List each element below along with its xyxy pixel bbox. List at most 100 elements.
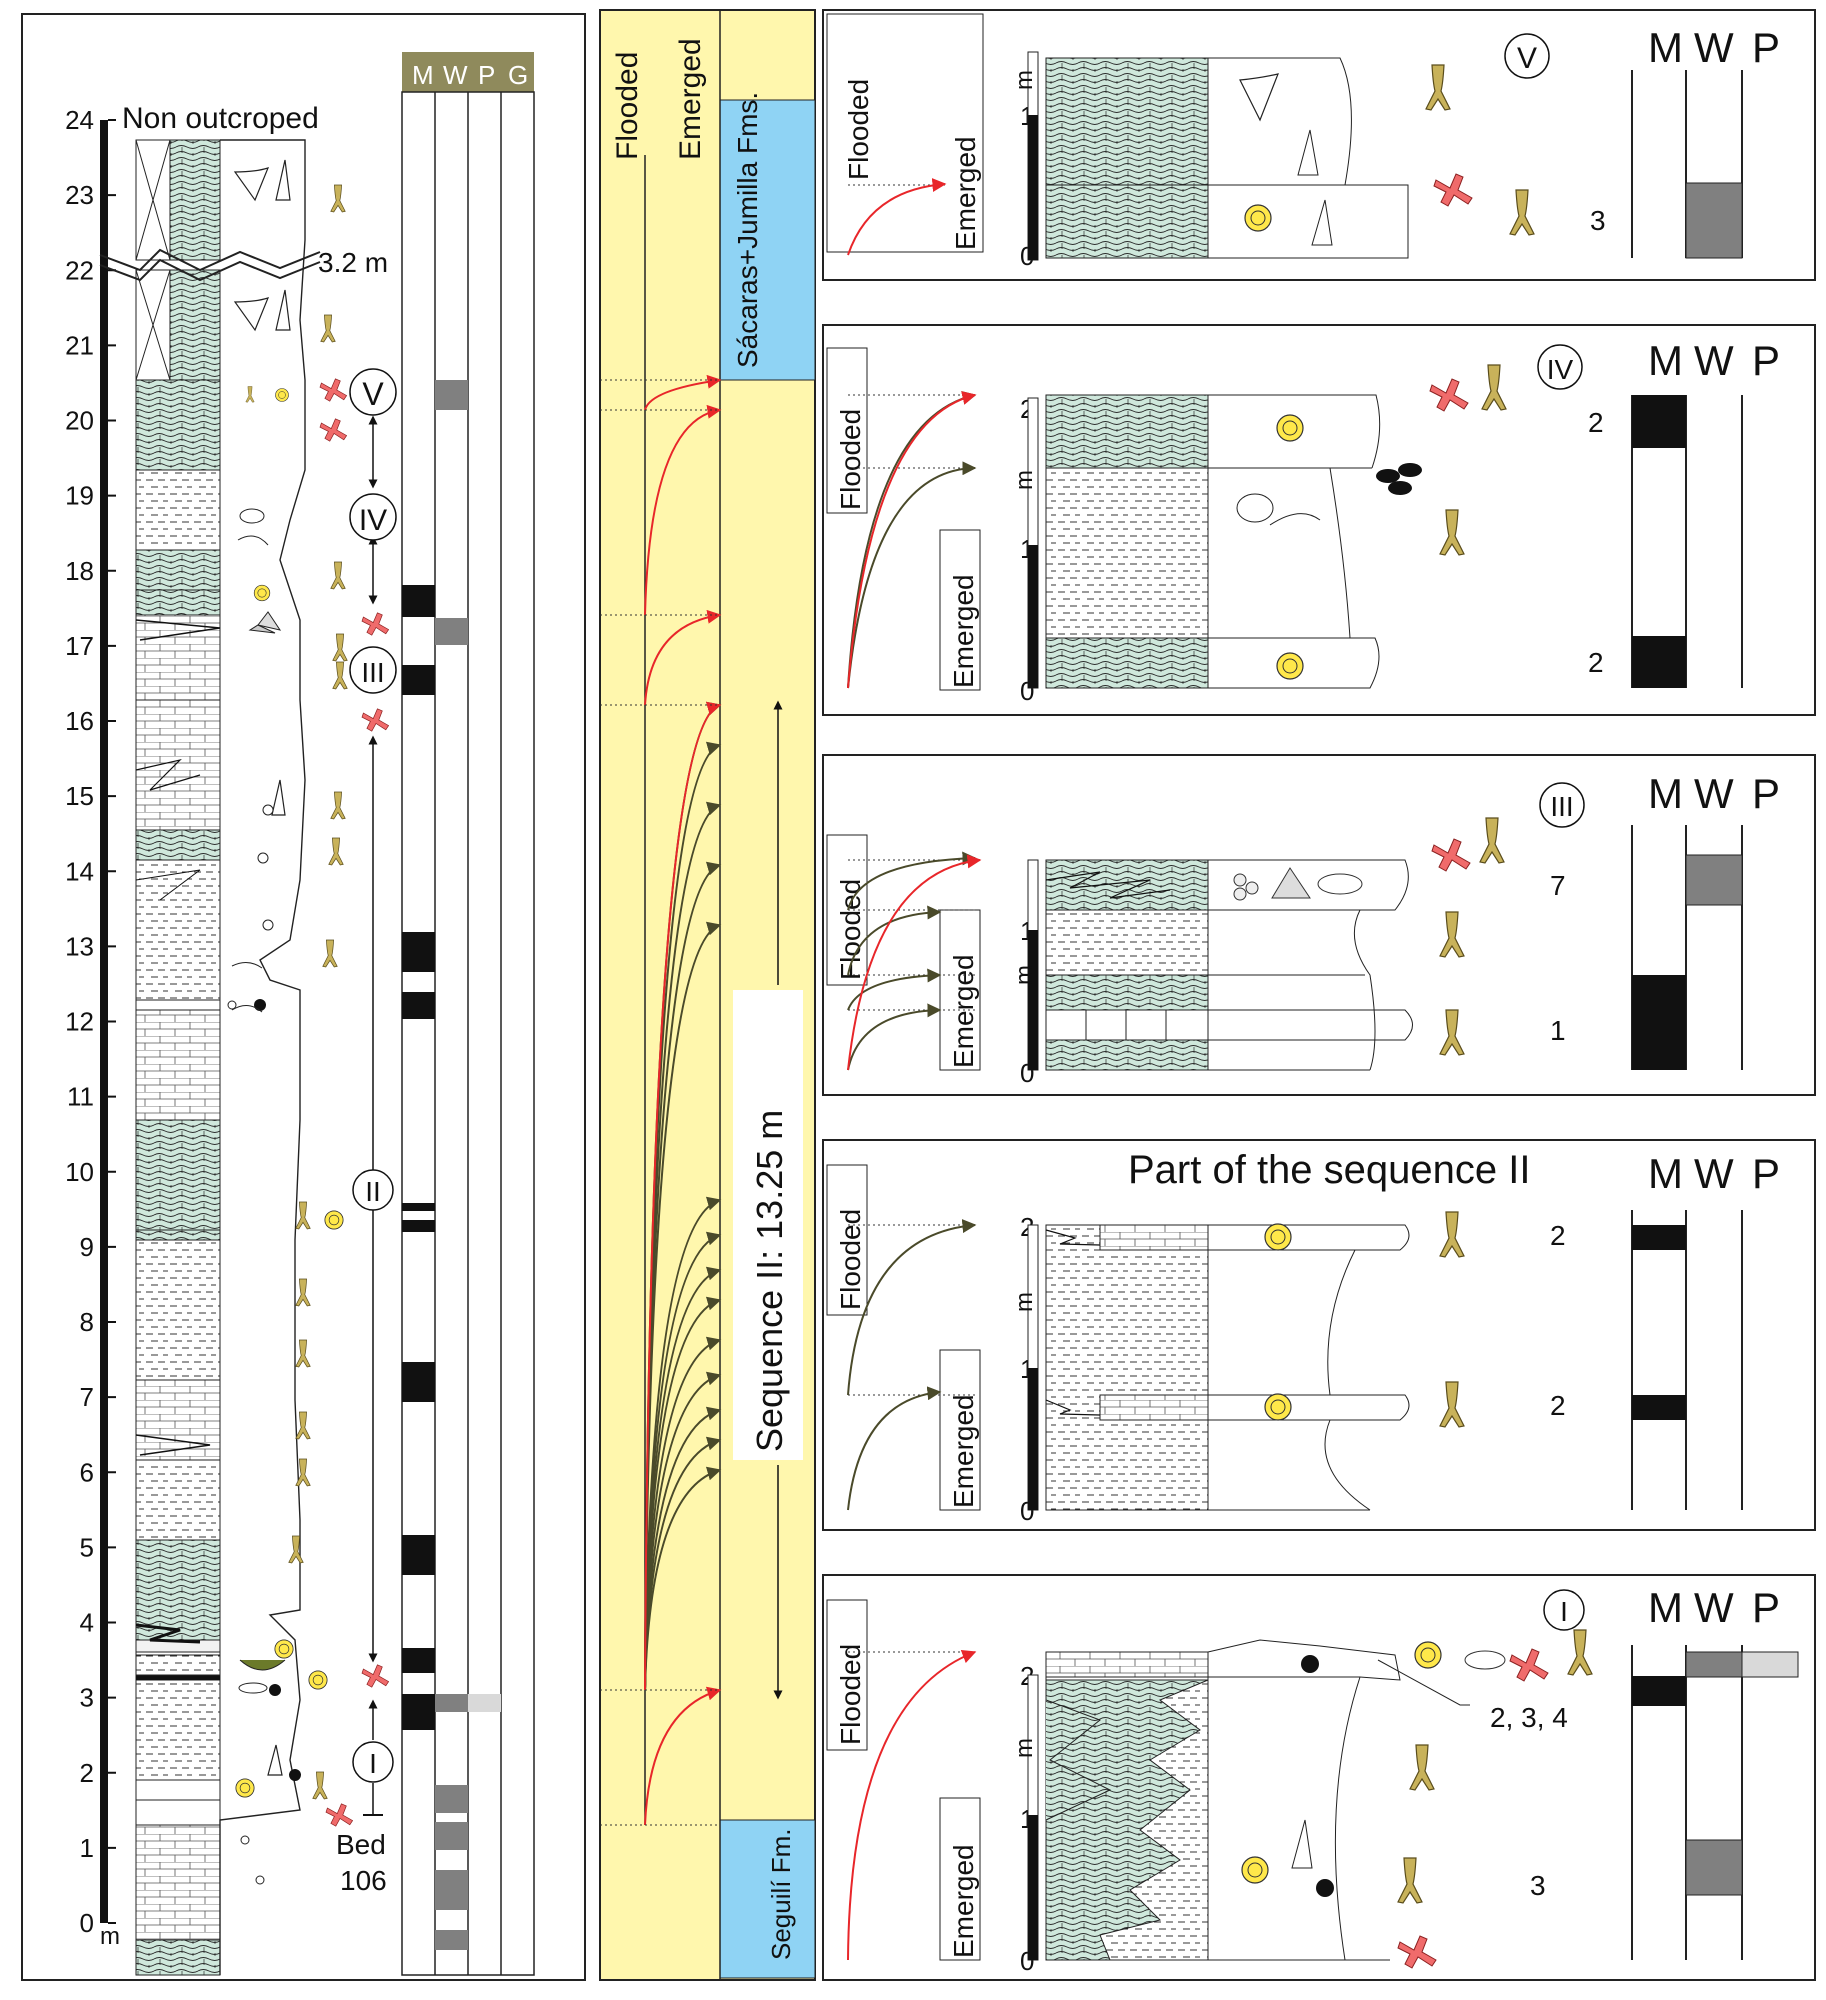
column-burrows [319,378,389,1827]
panel-v-emerged: Emerged [950,136,981,250]
sea-level-arrow [644,701,722,1691]
panel-iii-p: P [1752,770,1780,817]
panel-ii-flooded: Flooded [835,1209,866,1310]
column-seq-v: V [362,376,384,412]
gastropod-icon [1297,129,1319,176]
panel-iv-roman: IV [1547,354,1574,385]
middle-emerged-label: Emerged [674,38,707,160]
axis-tick-label: 9 [80,1232,94,1262]
gastropod-icon [275,159,291,201]
axis-tick-label: 1 [80,1833,94,1863]
axis-tick-label: 20 [65,406,94,436]
panel-i-roman: I [1560,1596,1568,1627]
axis-tick-label: 19 [65,481,94,511]
axis-tick-label: 21 [65,330,94,360]
panel-iv-count-bottom: 2 [1588,647,1604,678]
panel-iii-m: M [1648,770,1683,817]
axis-tick-label: 14 [65,856,94,886]
axis-tick-label: 15 [65,781,94,811]
panel-iv-flooded: Flooded [835,409,866,510]
column-sequence-markers: V IV III II I [349,368,397,1816]
panel-i-flooded: Flooded [835,1644,866,1745]
column-frame [21,13,586,1981]
relative-sea-level-curves [600,374,722,1826]
axis-tick-label: 3 [80,1683,94,1713]
panel-iv-emerged: Emerged [948,574,979,688]
panel-iv-m: M [1648,337,1683,384]
panel-iii-count-bottom: 1 [1550,1015,1566,1046]
panel-ii-w: W [1694,1150,1734,1197]
weathering-profile [219,139,306,1975]
panel-v-w: W [1694,24,1734,71]
middle-flooded-label: Flooded [611,52,644,160]
axis-tick-label: 5 [80,1532,94,1562]
sea-level-arrow [644,404,722,616]
axis-tick-label: 10 [65,1157,94,1187]
gap-thickness-label: 3.2 m [318,247,388,278]
formation-bottom-label: Seguilí Fm. [766,1829,796,1961]
panel-ii-count-top: 2 [1550,1220,1566,1251]
panel-iii-w: W [1694,770,1734,817]
panel-i-m: M [1648,1584,1683,1631]
axis-tick-label: 23 [65,180,94,210]
panel-i [822,1574,1816,1981]
column-axis [100,120,108,1923]
bed-label-line2: 106 [340,1865,387,1896]
panel-v-count: 3 [1590,205,1606,236]
panel-iii-roman: III [1550,791,1573,822]
panel-iii-unit: m [1011,965,1038,985]
panel-v-flooded: Flooded [843,79,874,180]
panel-v-p: P [1752,24,1780,71]
axis-tick-label: 0 [80,1908,94,1938]
column-unit: m [100,1923,120,1950]
axis-tick-label: 16 [65,706,94,736]
column-oncoids [235,388,344,1798]
panel-ii-unit: m [1011,1292,1038,1312]
axis-tick-label: 17 [65,631,94,661]
axis-tick-label: 6 [80,1457,94,1487]
mwpg-columns [401,91,535,1976]
panel-iv-unit: m [1011,470,1038,490]
panel-ii [822,1139,1816,1531]
panel-v-unit: m [1011,70,1038,90]
panel-iv-p: P [1752,337,1780,384]
panel-i-w: W [1694,1584,1734,1631]
column-seq-iv: IV [359,504,387,537]
axis-tick-label: 2 [80,1758,94,1788]
header-g: G [508,60,528,90]
non-outcroped-label: Non outcroped [122,102,319,135]
sea-level-arrow [644,1686,722,1826]
bivalve-icon [1236,493,1274,523]
panel-iv-w: W [1694,337,1734,384]
panel-ii-m: M [1648,1150,1683,1197]
axis-tick-label: 7 [80,1382,94,1412]
header-p: P [478,60,495,90]
panel-i-emerged: Emerged [948,1844,979,1958]
sea-level-arrow [644,1196,722,1691]
gap-break-line [99,248,321,272]
header-w: W [443,60,468,90]
oncoid-icon [1244,204,1272,232]
sea-level-arrow [644,374,722,411]
axis-tick-label: 13 [65,931,94,961]
panel-iv-count-top: 2 [1588,407,1604,438]
column-seq-i: I [369,1748,377,1779]
axis-tick-label: 24 [65,105,94,135]
column-seq-iii: III [361,657,384,688]
panel-i-count-bottom: 3 [1530,1870,1546,1901]
panel-ii-count-bottom: 2 [1550,1390,1566,1421]
ammonoid-horn-icon [233,167,270,202]
lithology-columns [135,139,221,1976]
axis-tick-label: 4 [80,1608,94,1638]
mwpg-header: M W P G [402,52,534,92]
formation-top-label: Sácaras+Jumilla Fms. [732,92,763,368]
column-fossil-symbols [227,159,301,1885]
panel-v-roman: V [1517,42,1537,75]
panel-i-p: P [1752,1584,1780,1631]
axis-tick-label: 22 [65,255,94,285]
panel-i-unit: m [1011,1738,1038,1758]
bed-label-line1: Bed [336,1829,386,1860]
